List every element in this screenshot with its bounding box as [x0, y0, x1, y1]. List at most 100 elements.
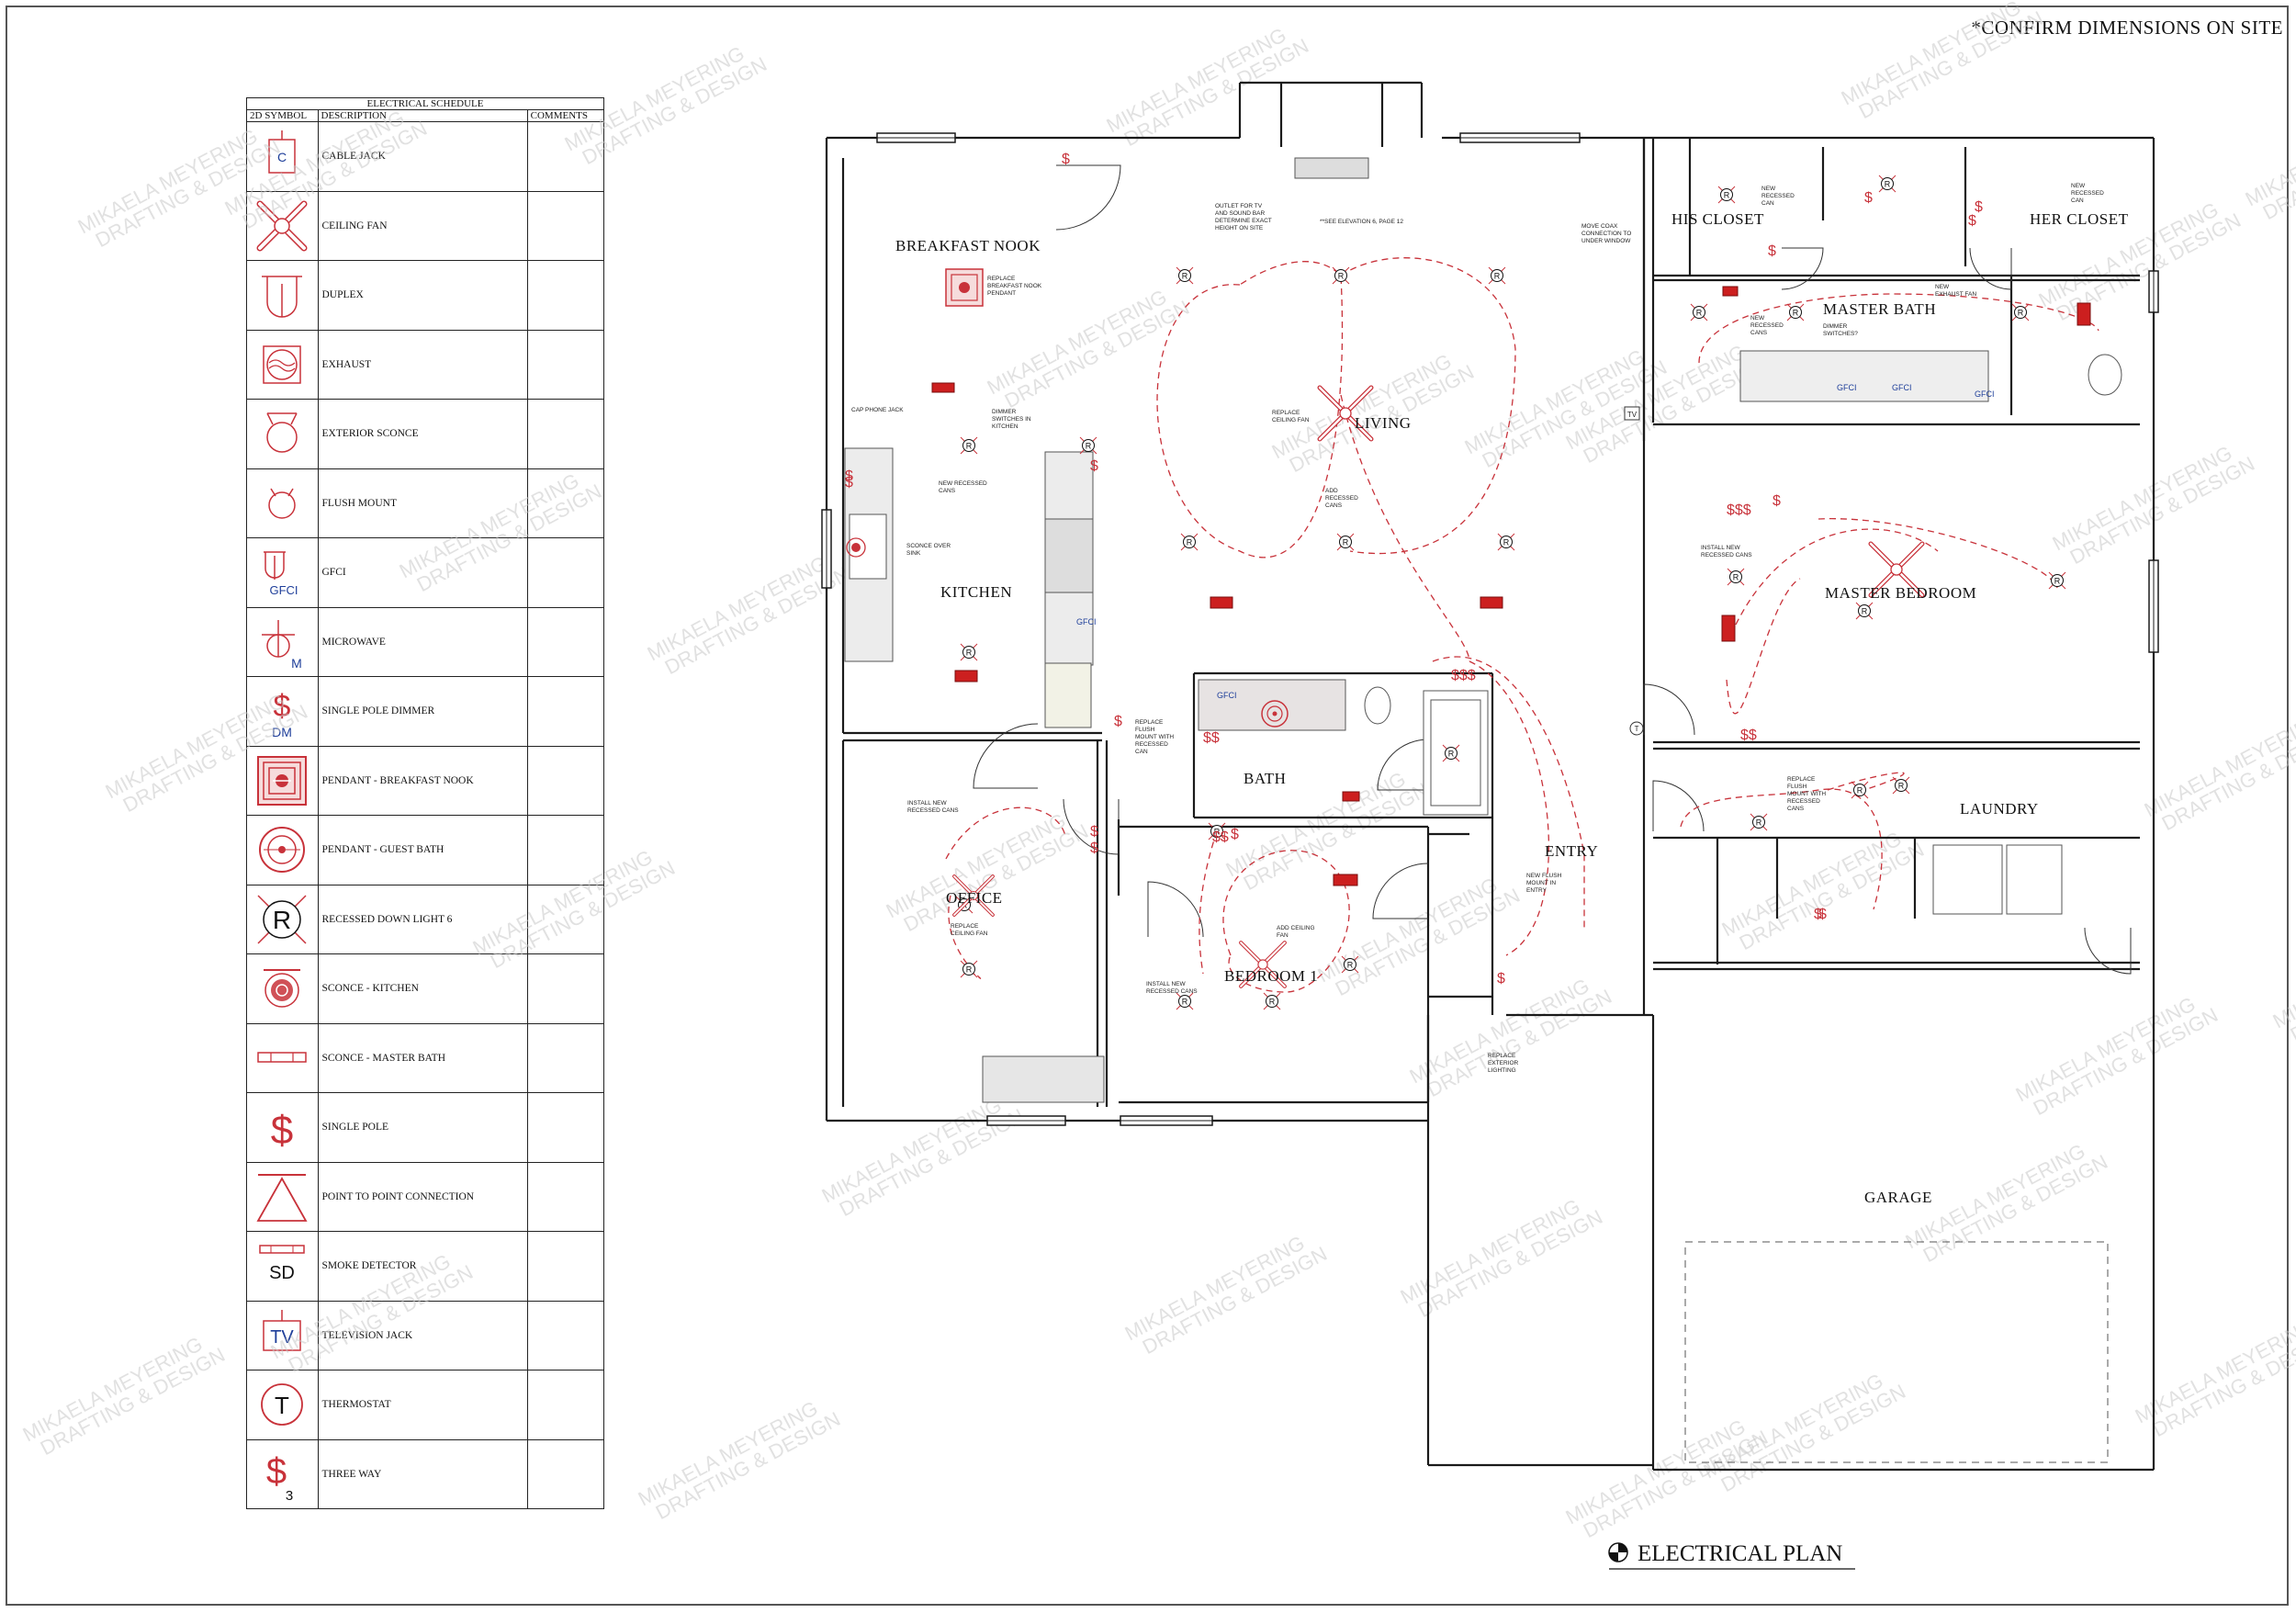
recessed-light-label: R	[1857, 786, 1863, 795]
master-toilet	[2088, 354, 2122, 396]
recessed-light-label: R	[1187, 538, 1193, 547]
svg-text:$: $	[271, 1108, 293, 1153]
door-swing	[1969, 247, 2012, 290]
note-line: REPLACE	[1787, 776, 1816, 783]
schedule-comment	[526, 399, 605, 469]
watermark-line-2: DRAFTING & DESIGN	[2287, 930, 2296, 1046]
garage-vehicle-outline	[1684, 1241, 2109, 1463]
note-line: CAN	[1135, 749, 1148, 755]
recessed-light-icon: R	[1336, 533, 1355, 551]
duplex-outlet-icon	[246, 260, 319, 331]
door-swing	[1372, 863, 1429, 919]
dryer	[2006, 844, 2063, 915]
schedule-row: PENDANT - BREAKFAST NOOK	[246, 745, 605, 816]
note-line: LIGHTING	[1488, 1067, 1516, 1074]
single-pole-switch-icon: $$	[1212, 829, 1229, 845]
note-line: PENDANT	[987, 290, 1016, 297]
note-line: FAN	[1277, 932, 1289, 939]
circuit-run	[1199, 830, 1218, 975]
bath-vanity	[1198, 679, 1346, 731]
note-line: RECESSED	[1750, 322, 1784, 329]
recessed-light-label: R	[1343, 538, 1349, 547]
recessed-light-label: R	[1696, 309, 1703, 318]
note-line: SWITCHES?	[1823, 331, 1858, 337]
symbol-layer: RRRRRRRRRRRRRRRRRRRRRRRRRRR$$$$$$$$$$$$$…	[845, 152, 2091, 1010]
recessed-light-icon: R	[1717, 186, 1736, 204]
single-pole-switch-icon: $	[1864, 190, 1873, 206]
note-line: MOUNT WITH	[1787, 791, 1826, 797]
circuit-run	[1726, 578, 1801, 715]
recessed-light-icon: R	[2011, 303, 2030, 321]
note-line: MOUNT IN	[1526, 880, 1556, 886]
single-pole-switch-icon: $	[1062, 152, 1070, 167]
recessed-light-icon: R	[1851, 781, 1869, 799]
recessed-light-ring	[962, 439, 975, 452]
note-line: CANS	[939, 488, 956, 494]
note-line: CONNECTION TO	[1581, 231, 1631, 237]
note-line: DETERMINE EXACT	[1215, 218, 1272, 224]
smoke-detector-icon	[1480, 596, 1503, 609]
room-label-kitchen: KITCHEN	[940, 583, 1012, 601]
gfci-outlet-icon: GFCI	[1837, 383, 1857, 392]
recessed-light-label: R	[1086, 442, 1092, 451]
door-swing	[1781, 247, 1824, 290]
smoke-detector-icon	[2077, 302, 2091, 326]
schedule-row: $ DMDMSINGLE POLE DIMMER	[246, 676, 605, 747]
washer	[1932, 844, 2003, 915]
single-pole-switch-icon: $	[1090, 458, 1098, 474]
recessed-light-label: R	[2054, 577, 2061, 586]
single-pole-switch-icon: $	[1818, 907, 1827, 922]
schedule-header-description: DESCRIPTION	[317, 109, 528, 122]
room-label-living: LIVING	[1355, 414, 1412, 432]
pendant-ring	[1261, 700, 1289, 728]
fixture-layer	[844, 157, 2132, 1463]
schedule-comment	[526, 1092, 605, 1163]
guest-toilet	[1364, 686, 1391, 725]
note-line: RECESSED	[1761, 193, 1795, 199]
note-line: DIMMER	[992, 409, 1017, 415]
recessed-light-ring	[1881, 177, 1894, 190]
sconce-ring	[846, 537, 866, 558]
recessed-light-label: R	[1862, 607, 1868, 616]
schedule-description: SMOKE DETECTOR	[317, 1231, 528, 1302]
window	[1120, 1115, 1213, 1126]
note-line: EXTERIOR	[1488, 1060, 1519, 1066]
schedule-comment	[526, 260, 605, 331]
schedule-row: CEILING FAN	[246, 190, 605, 261]
schedule-comment	[526, 190, 605, 261]
note-line: MOVE COAX	[1581, 223, 1618, 230]
note-line: REPLACE	[987, 276, 1016, 282]
recessed-light-ring	[1729, 570, 1742, 583]
window	[1459, 132, 1581, 143]
recessed-light-label: R	[966, 965, 973, 975]
single-pole-switch-icon: $$	[1740, 728, 1757, 743]
note-line: CAP PHONE JACK	[851, 407, 904, 413]
recessed-light-icon: R	[1488, 266, 1506, 285]
schedule-description: PENDANT - GUEST BATH	[317, 815, 528, 885]
schedule-row: TTTHERMOSTAT	[246, 1370, 605, 1440]
window	[876, 132, 956, 143]
circuit-run	[1340, 394, 1470, 662]
schedule-description: THERMOSTAT	[317, 1370, 528, 1440]
schedule-description: SINGLE POLE	[317, 1092, 528, 1163]
door-swing	[1055, 164, 1121, 231]
door-swing	[1643, 683, 1695, 736]
recessed-light-label: R	[1733, 573, 1739, 582]
thermostat-ring	[1629, 721, 1644, 736]
confirm-dimensions-note: *CONFIRM DIMENSIONS ON SITE	[1971, 17, 2283, 39]
recessed-light-icon: R	[1341, 955, 1359, 974]
schedule-row: SCONCE - MASTER BATH	[246, 1022, 605, 1093]
